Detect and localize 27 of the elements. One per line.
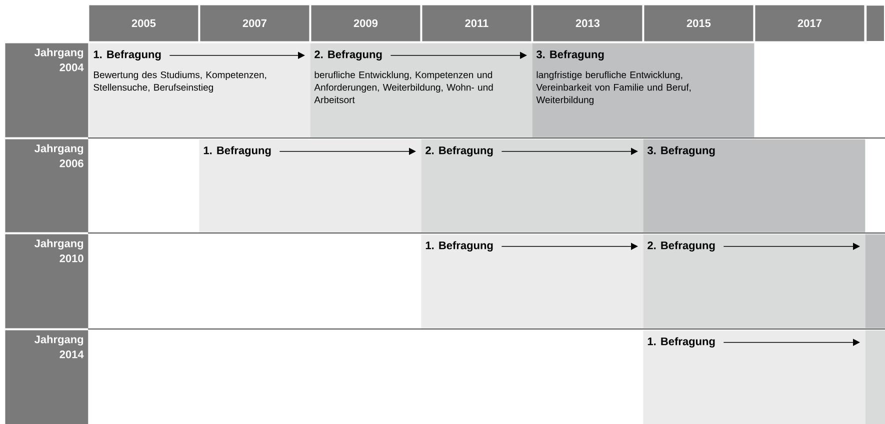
survey-band: 2. Befragung bbox=[643, 234, 866, 328]
survey-band: 2. Befragung berufliche Entwicklung, Kompetenzen und Anforderungen, Weiterbildung, Wohn- und Arbeitsort bbox=[310, 43, 532, 138]
survey-band: 3. Befragung bbox=[643, 139, 866, 232]
survey-band: 1. Befragung bbox=[421, 234, 644, 328]
survey-band bbox=[865, 330, 885, 424]
survey-band: 1. Befragung bbox=[199, 139, 422, 232]
row-header-cell: Jahrgang 2010 bbox=[5, 234, 88, 328]
arrow bbox=[501, 242, 638, 250]
year-header-cell: 2009 bbox=[311, 5, 420, 42]
survey-band: 2. Befragung bbox=[421, 139, 644, 232]
arrow bbox=[723, 338, 860, 346]
year-header-cell bbox=[866, 5, 885, 42]
year-header-cell: 2005 bbox=[89, 5, 198, 42]
year-header-cell: 2007 bbox=[200, 5, 310, 42]
survey-band: 1. Befragung Bewertung des Studiums, Kompetenzen, Stellensuche, Berufseinstieg bbox=[89, 43, 310, 138]
row-header-cell: Jahrgang 2006 bbox=[5, 139, 88, 232]
year-header-cell: 2015 bbox=[644, 5, 754, 42]
survey-band: 3. Befragung langfristige berufliche Entwicklung, Vereinbarkeit von Familie und Beruf, Weiterbildung bbox=[532, 43, 754, 138]
arrow bbox=[723, 242, 860, 250]
row-header-cell: Jahrgang 2004 bbox=[5, 43, 88, 138]
arrow bbox=[501, 148, 638, 155]
survey-band: 1. Befragung bbox=[643, 330, 866, 424]
year-header-cell: 2011 bbox=[422, 5, 532, 42]
survey-band bbox=[865, 234, 885, 328]
year-header-cell: 2013 bbox=[533, 5, 642, 42]
arrow bbox=[390, 52, 527, 59]
row-header-cell: Jahrgang 2014 bbox=[5, 330, 88, 424]
